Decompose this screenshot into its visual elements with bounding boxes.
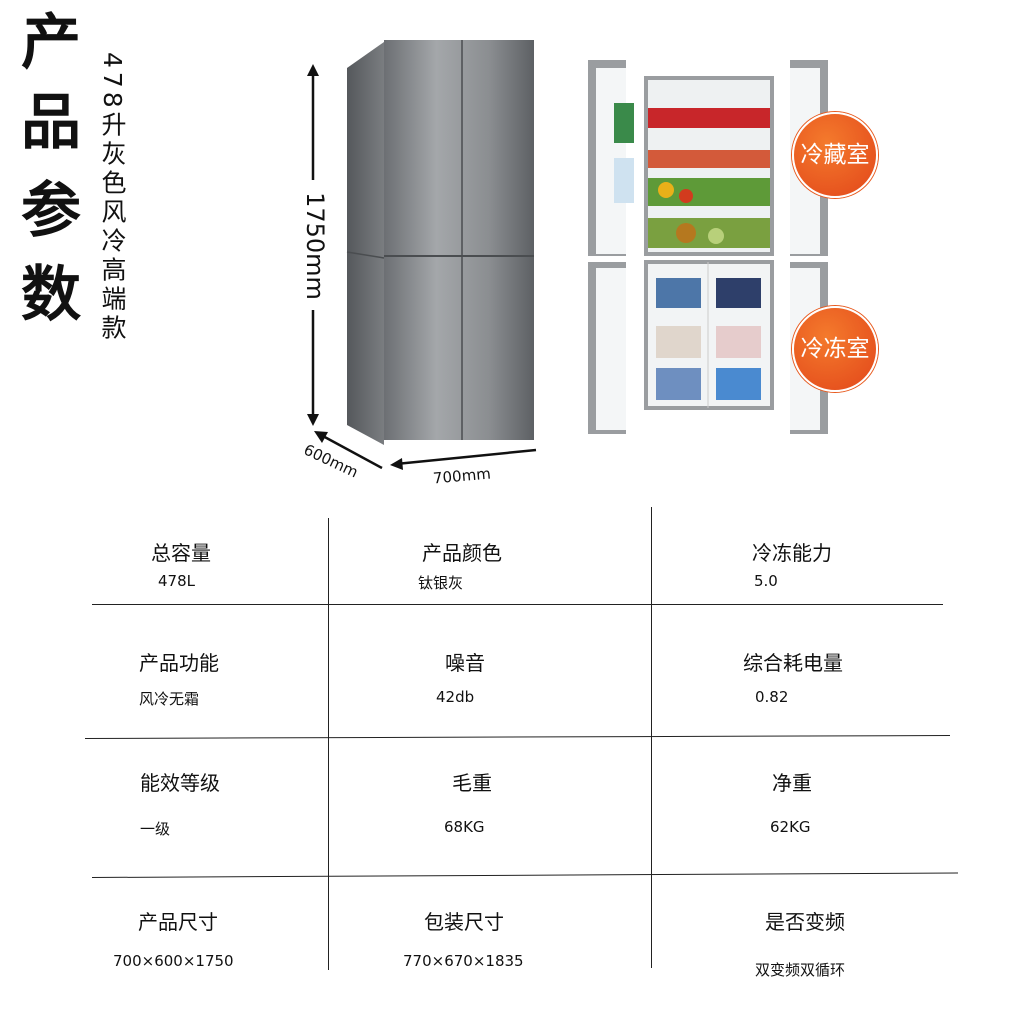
height-dimension-label: 1750mm xyxy=(301,192,329,300)
table-divider xyxy=(651,507,652,968)
spec-label: 总容量 xyxy=(151,541,211,565)
spec-value: 478L xyxy=(158,572,195,590)
spec-label: 毛重 xyxy=(452,771,492,795)
spec-label: 能效等级 xyxy=(140,771,220,795)
table-divider xyxy=(92,604,943,605)
spec-label: 包装尺寸 xyxy=(424,910,504,934)
fridge-open-image xyxy=(588,60,828,434)
title-char: 参 xyxy=(21,176,81,246)
spec-value: 62KG xyxy=(770,818,811,836)
fridge-compartment-badge: 冷藏室 xyxy=(792,112,878,198)
product-subtitle: 478升灰色风冷高端款 xyxy=(98,52,127,344)
spec-label: 是否变频 xyxy=(765,910,845,934)
spec-value: 双变频双循环 xyxy=(755,961,846,979)
spec-value: 770×670×1835 xyxy=(403,952,524,970)
title-char: 品 xyxy=(21,88,81,158)
spec-label: 净重 xyxy=(772,771,812,795)
spec-label: 产品功能 xyxy=(139,651,219,675)
spec-label: 冷冻能力 xyxy=(752,541,832,565)
title-char: 产 xyxy=(21,8,81,78)
spec-value: 钛银灰 xyxy=(418,574,464,592)
spec-label: 噪音 xyxy=(445,651,485,675)
spec-label: 产品尺寸 xyxy=(138,910,218,934)
spec-value: 68KG xyxy=(444,818,485,836)
table-divider xyxy=(85,734,950,739)
spec-value: 0.82 xyxy=(755,688,789,706)
spec-label: 综合耗电量 xyxy=(743,651,843,675)
table-divider xyxy=(328,518,329,970)
spec-value: 42db xyxy=(436,688,475,706)
spec-label: 产品颜色 xyxy=(422,541,502,565)
fridge-closed-image xyxy=(307,40,537,470)
freezer-compartment-badge: 冷冻室 xyxy=(792,306,878,392)
spec-value: 700×600×1750 xyxy=(113,952,234,970)
spec-value: 5.0 xyxy=(754,572,778,590)
table-divider xyxy=(92,872,958,878)
spec-value: 一级 xyxy=(140,820,171,838)
title-char: 数 xyxy=(21,260,81,330)
height-arrow xyxy=(307,64,319,426)
spec-value: 风冷无霜 xyxy=(139,690,200,708)
